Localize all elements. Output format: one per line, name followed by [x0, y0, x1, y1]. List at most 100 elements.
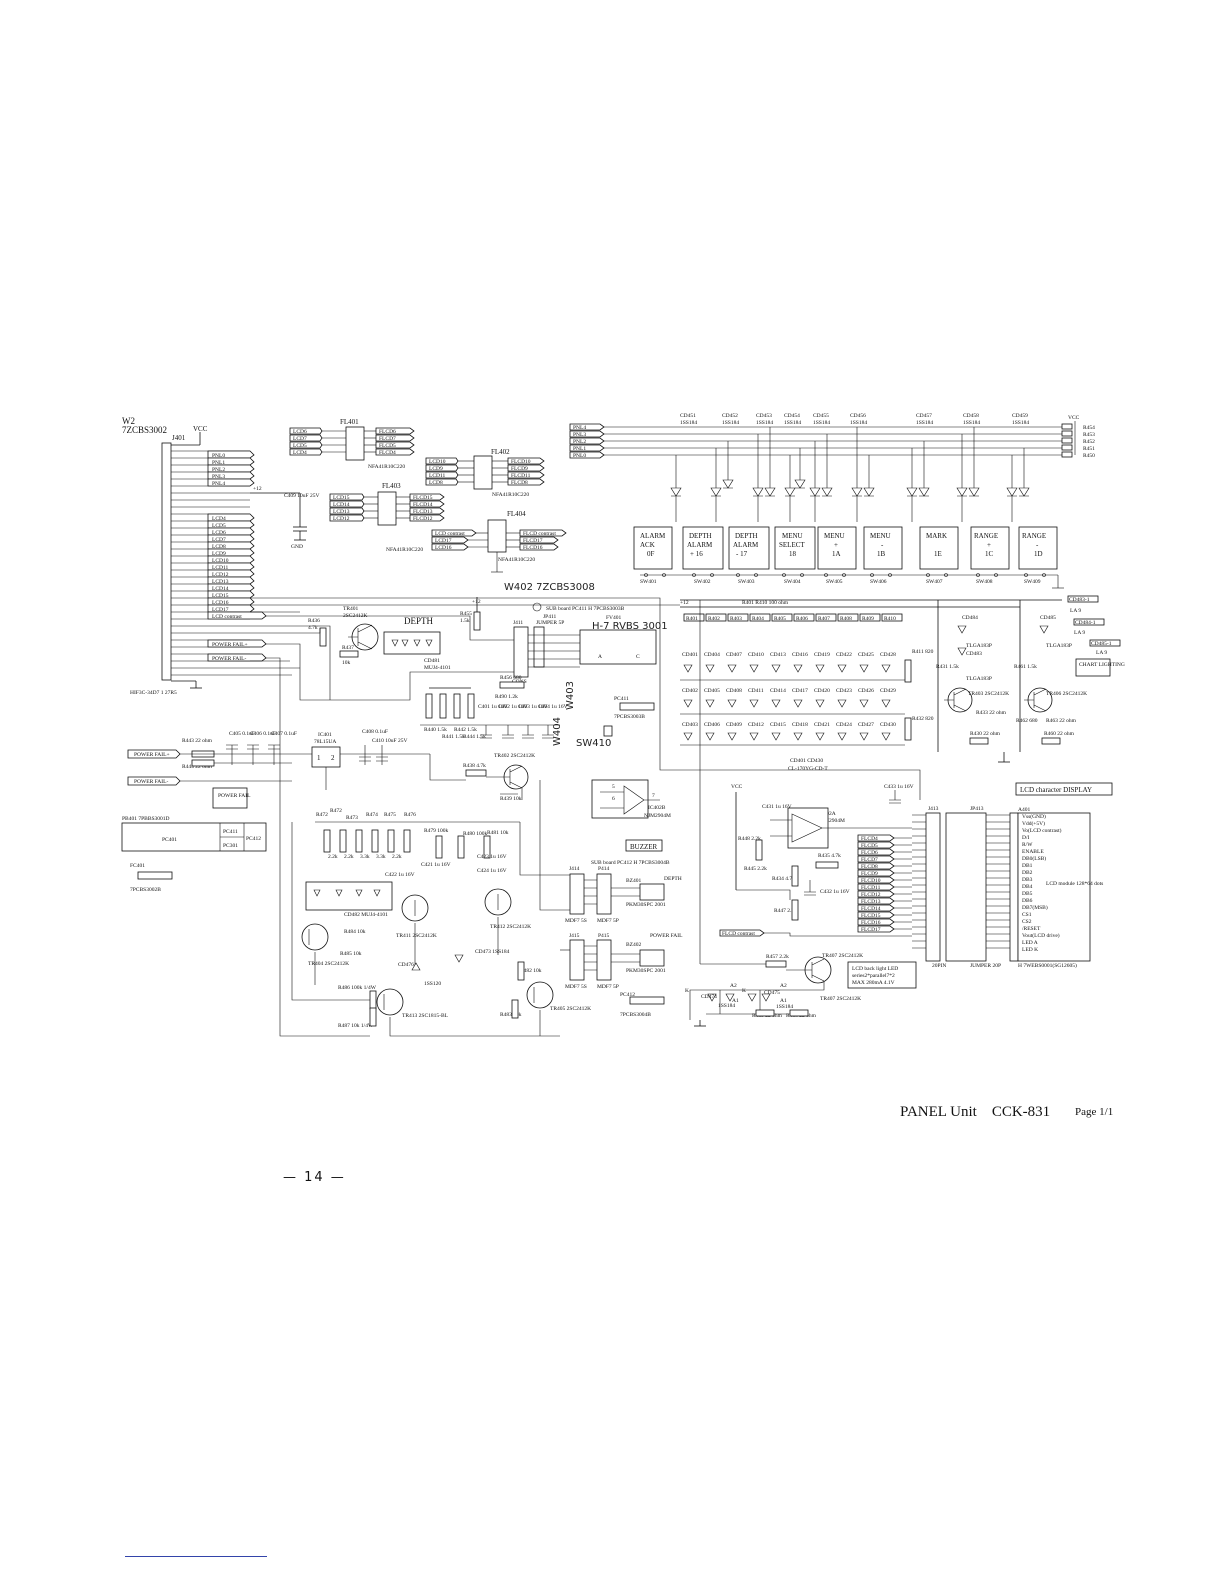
svg-text:R472: R472 [316, 812, 328, 818]
svg-text:R474: R474 [366, 812, 378, 818]
svg-text:LA 9: LA 9 [1070, 608, 1081, 614]
svg-text:R402: R402 [708, 616, 720, 622]
svg-text:FLCD10: FLCD10 [511, 459, 531, 465]
svg-text:1SS184: 1SS184 [776, 1004, 793, 1010]
svg-text:RANGE: RANGE [1022, 532, 1046, 540]
svg-text:1SS184: 1SS184 [963, 420, 980, 426]
j401-sig-lcd-contrast: LCD contrast [212, 614, 242, 620]
pnl3-tag: PNL3 [573, 432, 586, 438]
svg-text:P414: P414 [598, 866, 610, 872]
svg-text:J415: J415 [569, 933, 580, 939]
svg-text:J413: J413 [928, 806, 939, 812]
svg-text:LCD16: LCD16 [435, 545, 452, 551]
svg-text:1SS184: 1SS184 [722, 420, 739, 426]
svg-text:FLCD17: FLCD17 [523, 538, 543, 544]
svg-text:5: 5 [612, 784, 615, 790]
svg-text:R444 1.5k: R444 1.5k [463, 734, 486, 740]
svg-text:CD430: CD430 [880, 722, 896, 728]
board-code: 7ZCBS3002 [122, 425, 167, 435]
svg-text:R447 2.2k: R447 2.2k [774, 908, 797, 914]
svg-text:18: 18 [789, 550, 797, 558]
svg-text:C421 1u 16V: C421 1u 16V [421, 862, 451, 868]
svg-text:CD412: CD412 [748, 722, 764, 728]
svg-text:FLCD8: FLCD8 [861, 864, 878, 870]
svg-text:CD402: CD402 [682, 688, 698, 694]
pb401-block: PB401 7PBBS3001D PC401 PC411 PC301 PC412… [121, 816, 267, 893]
svg-text:SUB board PC412 H 7PCBS3004B: SUB board PC412 H 7PCBS3004B [591, 860, 670, 866]
svg-text:VCC: VCC [1068, 415, 1080, 421]
svg-text:R408: R408 [840, 616, 852, 622]
svg-text:CD475: CD475 [764, 990, 780, 996]
j401-signal-labels: PNL0 PNL1 PNL2 PNL3 PNL4 LCD4 LCD5 LCD6 … [207, 450, 267, 662]
svg-text:LCD8: LCD8 [429, 480, 443, 486]
hand-w403: W403 [565, 681, 576, 710]
svg-text:C406 0.1uF: C406 0.1uF [250, 731, 276, 737]
key-range-plus: RANGE+1C SW408 [970, 526, 1010, 585]
svg-text:R472: R472 [330, 808, 342, 814]
svg-text:R433 22 ohm: R433 22 ohm [976, 710, 1007, 716]
svg-text:R484 10k: R484 10k [344, 929, 366, 935]
svg-text:R434 4.7k: R434 4.7k [772, 876, 795, 882]
svg-text:LCD9: LCD9 [429, 466, 443, 472]
svg-text:R452: R452 [1083, 439, 1095, 445]
svg-text:-: - [1036, 541, 1039, 549]
svg-text:VCC: VCC [731, 784, 743, 790]
svg-text:2: 2 [331, 754, 335, 762]
svg-text:CD458: CD458 [963, 413, 979, 419]
j401-sig-pnl2: PNL2 [212, 467, 225, 473]
fl404-filter: FL404 LCD contrast LCD17 LCD16 FLCD cont… [431, 510, 567, 573]
svg-text:R483 10k: R483 10k [500, 1012, 522, 1018]
cd-diode-symbols [670, 427, 1030, 522]
svg-text:R451: R451 [1083, 446, 1095, 452]
j401-sig-lcd14: LCD14 [212, 586, 229, 592]
svg-text:CD409: CD409 [726, 722, 742, 728]
key-menu-minus: MENU-1B SW406 [863, 526, 903, 585]
svg-text:LCD14: LCD14 [333, 502, 350, 508]
svg-text:C: C [636, 654, 640, 660]
svg-text:CD485-1: CD485-1 [1091, 641, 1112, 647]
svg-text:R445 2.2k: R445 2.2k [744, 866, 767, 872]
svg-text:ALARM: ALARM [640, 532, 666, 540]
svg-text:CD401: CD401 [682, 652, 698, 658]
svg-text:CD459: CD459 [1012, 413, 1028, 419]
svg-text:1SS120: 1SS120 [424, 981, 441, 987]
svg-text:R406: R406 [796, 616, 808, 622]
svg-text:CD452: CD452 [722, 413, 738, 419]
svg-text:TR406 2SC2412K: TR406 2SC2412K [1046, 691, 1087, 697]
svg-text:DB7(MSB): DB7(MSB) [1022, 904, 1048, 911]
svg-text:1D: 1D [1034, 550, 1043, 558]
svg-text:CD408: CD408 [726, 688, 742, 694]
svg-text:R454: R454 [1083, 425, 1095, 431]
panel-unit-label: PANEL Unit [900, 1104, 977, 1120]
j401-sig-lcd7: LCD7 [212, 537, 226, 543]
svg-text:10k: 10k [342, 660, 351, 666]
key-range-minus: RANGE-1D SW409 [1018, 526, 1058, 585]
svg-text:DB4: DB4 [1022, 884, 1033, 890]
svg-text:1SS184: 1SS184 [916, 420, 933, 426]
svg-text:CD413: CD413 [770, 652, 786, 658]
svg-text:A1: A1 [732, 998, 739, 1004]
svg-text:CD455: CD455 [813, 413, 829, 419]
svg-text:FLCD9: FLCD9 [861, 871, 878, 877]
power-fail-plus-in: POWER FAIL+ [134, 752, 170, 758]
svg-text:CS1: CS1 [1022, 912, 1032, 918]
svg-text:MENU: MENU [824, 532, 845, 540]
svg-text:H 7WEBS0001(SG12605): H 7WEBS0001(SG12605) [1018, 962, 1077, 969]
j401-sig-lcd6: LCD6 [212, 530, 226, 536]
svg-text:-: - [881, 541, 884, 549]
svg-text:R448 2.2k: R448 2.2k [738, 836, 761, 842]
svg-text:SUB board PC411 H 7PCBS3003B: SUB board PC411 H 7PCBS3003B [546, 606, 625, 612]
svg-text:MDF7 5P: MDF7 5P [597, 984, 619, 990]
svg-text:TR413 2SC1815-BL: TR413 2SC1815-BL [402, 1013, 449, 1019]
flcd-input-tags: FLCD4 FLCD5 FLCD6 FLCD7 FLCD8 FLCD9 FLCD… [719, 834, 895, 937]
j401-sig-lcd9: LCD9 [212, 551, 226, 557]
svg-text:R487 10k 1/4W: R487 10k 1/4W [338, 1023, 374, 1029]
svg-text:CD404: CD404 [704, 652, 720, 658]
svg-text:MDF7 5S: MDF7 5S [565, 984, 587, 990]
pnl4-tag: PNL4 [573, 425, 586, 431]
hand-sw410: SW410 [576, 738, 611, 749]
